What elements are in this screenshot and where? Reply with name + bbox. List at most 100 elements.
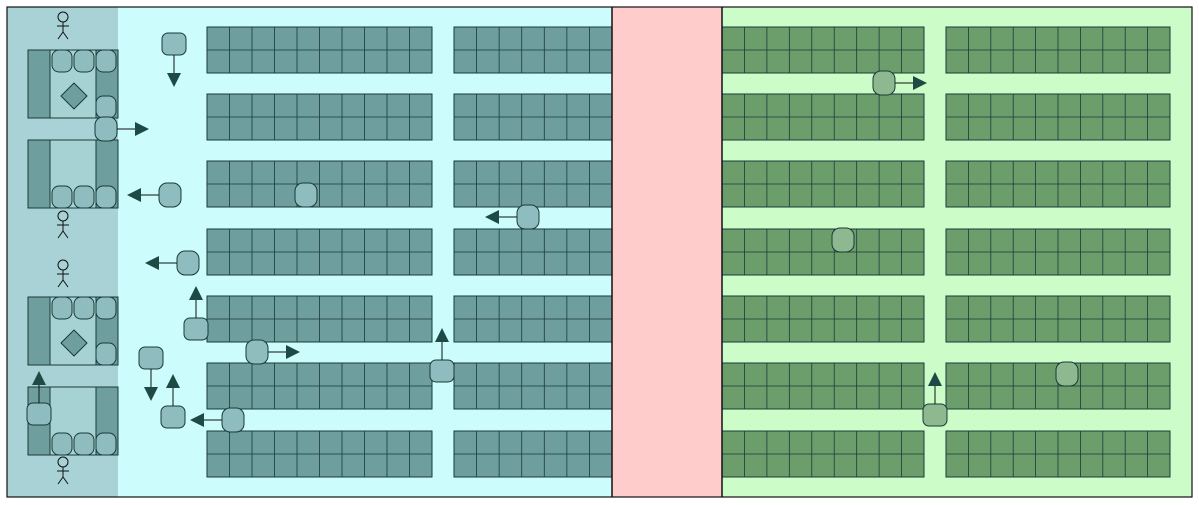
arrow-icon [286,345,300,359]
picking-station [27,296,119,366]
robot-unit [831,227,855,253]
robot-cylinder-icon [221,407,245,433]
rack-block [453,160,613,208]
station-bin [95,342,117,366]
robot-layer [26,32,1079,433]
rack-block [721,93,925,141]
robot-cylinder-icon [183,317,209,341]
robot-unit [161,32,187,87]
robot-cylinder-icon [294,182,318,208]
worker-layer [57,11,69,485]
rack-block [721,362,925,410]
rack-block [206,26,433,74]
robot-cylinder-icon [176,250,200,276]
station-bin [95,432,117,456]
rack-block [945,160,1171,208]
robot-cylinder-icon [161,32,187,56]
person-icon [57,456,69,485]
diamond-icon [60,329,88,357]
rack-block [721,228,925,276]
arrow-icon [127,188,141,202]
station-bin [51,185,73,209]
person-leg [62,230,69,239]
station-bin [95,296,117,320]
station-side [27,139,51,209]
rack-block [945,228,1171,276]
station-bin [73,49,95,73]
robot-unit [294,182,318,208]
robot-cylinder-icon [922,403,948,427]
arrow-icon [144,387,158,401]
arrow-icon [166,374,180,388]
station-bin [73,296,95,320]
rack-block [206,228,433,276]
rack-block [721,430,925,478]
rack-block [945,26,1171,74]
rack-block [206,295,433,343]
rack-block [453,362,613,410]
robot-unit [145,250,200,276]
robot-cylinder-icon [245,339,269,365]
person-icon [57,210,69,239]
station-bin [51,49,73,73]
station-bin [51,432,73,456]
station-side [27,49,51,119]
station-bin [73,432,95,456]
person-leg [57,279,64,288]
rack-block [453,93,613,141]
rack-block [945,295,1171,343]
arrow-icon [189,286,203,300]
person-leg [57,476,64,485]
picking-station [27,49,119,119]
robot-cylinder-icon [138,346,164,370]
person-icon [57,11,69,40]
person-leg [57,31,64,40]
robot-cylinder-icon [1055,361,1079,387]
station-bin [95,95,117,119]
person-leg [62,476,69,485]
robot-unit [872,70,927,96]
robot-unit [26,371,52,426]
picking-station [27,139,119,209]
robot-cylinder-icon [831,227,855,253]
robot-unit [127,182,182,208]
station-bin [51,296,73,320]
separator-zone [612,7,722,497]
robot-unit [190,407,245,433]
robot-unit [138,346,164,401]
rack-block [945,93,1171,141]
arrow-icon [167,73,181,87]
rack-block [453,430,613,478]
rack-block [721,295,925,343]
person-leg [62,31,69,40]
robot-unit [183,286,209,341]
robot-cylinder-icon [429,359,455,383]
diamond-icon [60,82,88,110]
robot-unit [94,116,149,142]
arrow-icon [135,122,149,136]
arrow-icon [190,413,204,427]
station-side [27,296,51,366]
robot-cylinder-icon [94,116,118,142]
robot-unit [160,374,186,429]
rack-layer [206,26,1171,478]
robot-cylinder-icon [516,204,540,230]
rack-block [206,93,433,141]
rack-block [206,430,433,478]
arrow-icon [485,210,499,224]
rack-block [453,26,613,74]
outer-border [6,6,1193,498]
station-bin [95,185,117,209]
station-bin [73,185,95,209]
robot-unit [485,204,540,230]
rack-block [206,362,433,410]
rack-block [721,160,925,208]
robot-cylinder-icon [872,70,896,96]
rack-block [945,430,1171,478]
arrow-icon [913,76,927,90]
arrow-icon [928,372,942,386]
robot-unit [245,339,300,365]
arrow-icon [435,328,449,342]
